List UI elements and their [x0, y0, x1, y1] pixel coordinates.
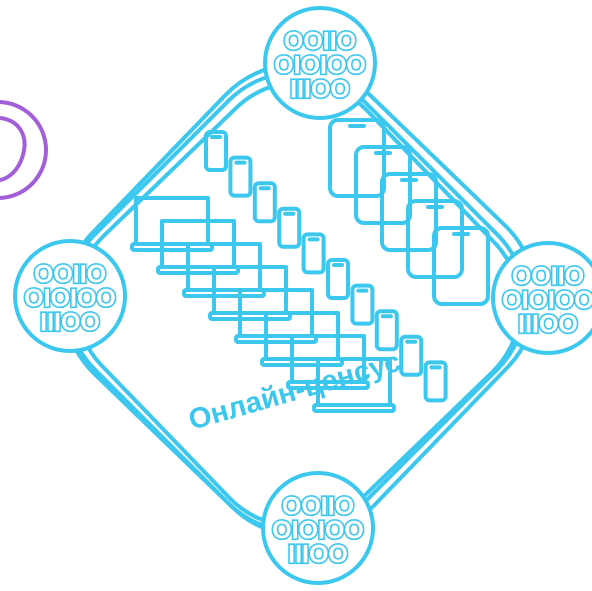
phone-icon: [228, 155, 253, 198]
binary-nodes: OOIIOOIOIOOIIIOOOOIIOOIOIOOIIIOOOOIIOOIO…: [13, 6, 592, 585]
purple-partial-circle-icon: [0, 100, 48, 200]
binary-node-circle: [261, 471, 375, 585]
phone-icon: [277, 206, 302, 249]
binary-line: OOIIO: [34, 261, 106, 289]
phone-icon: [252, 181, 277, 224]
phone-icon: [301, 232, 326, 275]
phone-icon: [326, 258, 350, 300]
binary-node-circle: [491, 241, 592, 355]
binary-line: IIIOO: [290, 76, 350, 104]
phone-icon: [204, 130, 228, 172]
binary-node-circle: [263, 6, 377, 120]
binary-line: OIOIOO: [24, 285, 116, 313]
binary-line: OOIIO: [512, 263, 584, 291]
phone-icon: [374, 309, 399, 352]
binary-line: IIIOO: [40, 309, 100, 337]
device-grid: [130, 118, 490, 413]
binary-line: IIIOO: [288, 541, 348, 569]
binary-node-circle: [13, 239, 127, 353]
binary-line: OIOIOO: [502, 287, 592, 315]
binary-line: IIIOO: [518, 311, 578, 339]
binary-line: OIOIOO: [274, 52, 366, 80]
laptop-icon: [312, 357, 396, 413]
phone-icon: [399, 334, 424, 377]
binary-line: OOIIO: [284, 28, 356, 56]
tablet-icon: [432, 226, 490, 306]
phone-icon: [423, 360, 448, 403]
phone-icon: [350, 283, 375, 326]
ring-line: [62, 62, 538, 538]
binary-line: OIOIOO: [272, 517, 364, 545]
binary-line: OOIIO: [282, 493, 354, 521]
